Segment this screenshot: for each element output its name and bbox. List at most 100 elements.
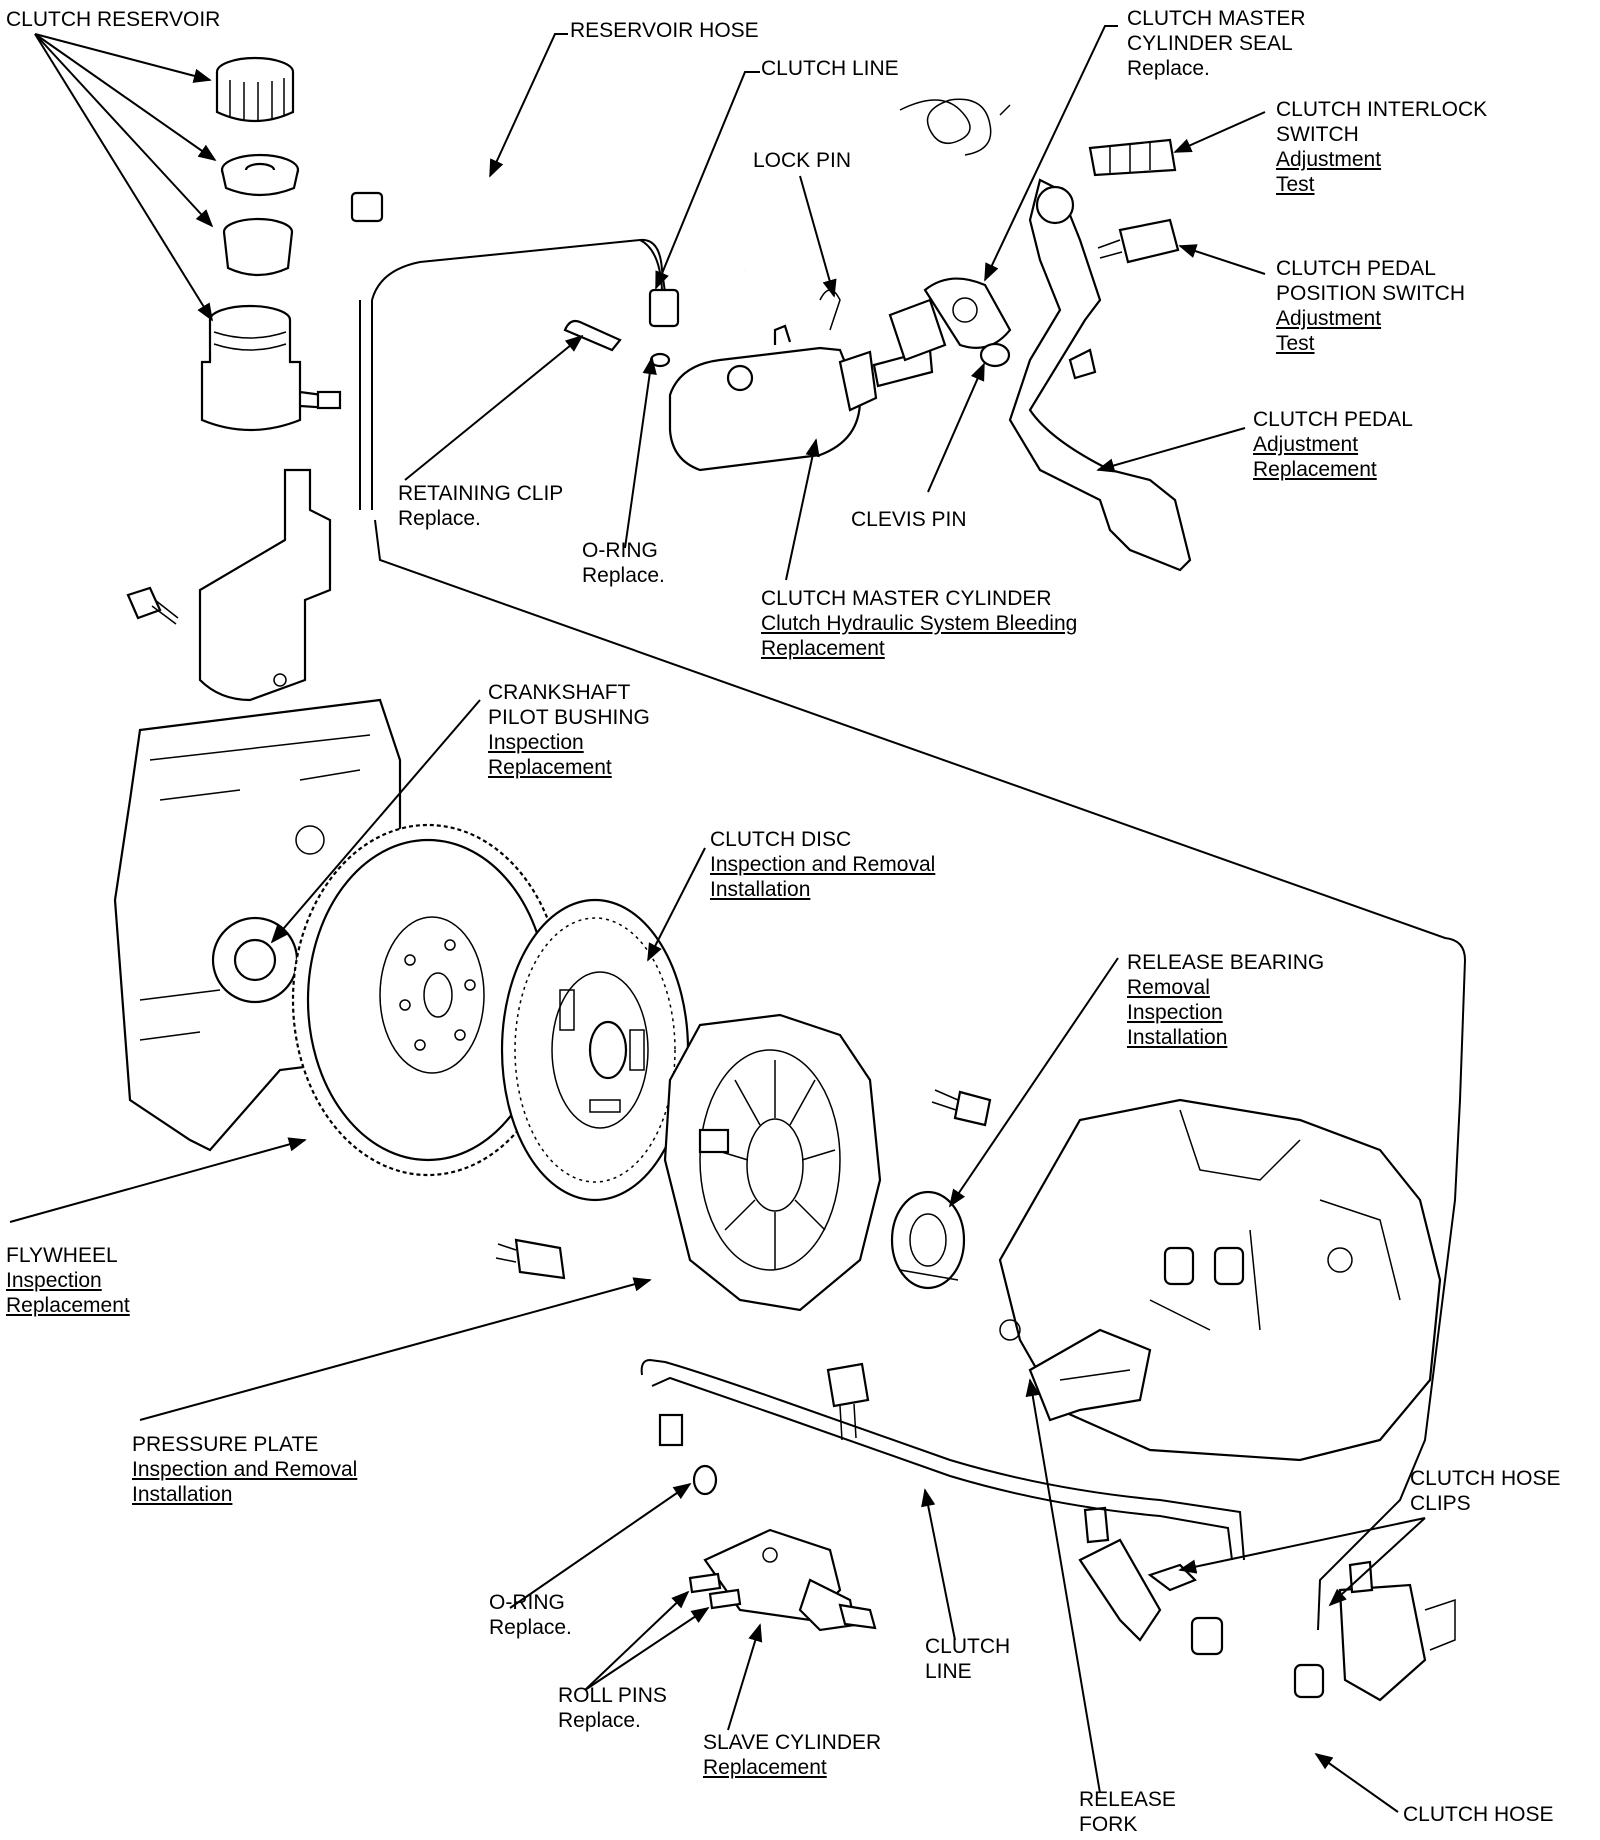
label-line: CLUTCH: [925, 1635, 1011, 1658]
link-inspection[interactable]: Inspection: [6, 1269, 102, 1292]
label-line: Replace.: [398, 507, 481, 530]
label-clutch-reservoir: CLUTCH RESERVOIR: [6, 7, 220, 32]
label-line: CLUTCH MASTER: [1127, 7, 1306, 30]
label-master-cylinder-seal: CLUTCH MASTER CYLINDER SEAL Replace.: [1127, 6, 1306, 81]
link-inspection-removal[interactable]: Inspection and Removal: [132, 1458, 358, 1481]
label-line: Replace.: [558, 1709, 641, 1732]
pedal-position-switch-drawing: [1097, 218, 1180, 264]
reservoir-bracket: [198, 468, 332, 702]
label-line: FORK: [1079, 1813, 1138, 1836]
link-adjustment[interactable]: Adjustment: [1253, 433, 1359, 456]
clutch-hose-drawing: [374, 519, 1467, 1805]
label-o-ring-top: O-RING Replace.: [582, 538, 665, 588]
label-clutch-line-bottom: CLUTCH LINE: [925, 1634, 1010, 1684]
pressure-plate-drawing: [663, 1013, 882, 1312]
label-master-cylinder: CLUTCH MASTER CYLINDER Clutch Hydraulic …: [761, 586, 1077, 661]
link-removal[interactable]: Removal: [1127, 976, 1210, 999]
label-line: CLUTCH PEDAL: [1276, 257, 1436, 280]
label-line: LINE: [925, 1660, 972, 1683]
label-line: CLUTCH HOSE: [1403, 1803, 1554, 1826]
reservoir-body: [200, 304, 342, 432]
label-line: SLAVE CYLINDER: [703, 1731, 882, 1754]
leader-lines: [9, 25, 1426, 1813]
label-line: CLUTCH LINE: [761, 57, 899, 80]
label-line: CRANKSHAFT: [488, 681, 631, 704]
label-reservoir-hose: RESERVOIR HOSE: [570, 18, 759, 43]
link-replacement[interactable]: Replacement: [1253, 458, 1377, 481]
link-bleeding[interactable]: Clutch Hydraulic System Bleeding: [761, 612, 1078, 635]
label-clutch-pedal: CLUTCH PEDAL Adjustment Replacement: [1253, 407, 1413, 482]
link-adjustment[interactable]: Adjustment: [1276, 307, 1382, 330]
link-replacement[interactable]: Replacement: [6, 1294, 130, 1317]
retaining-clip-drawing: [563, 319, 622, 352]
link-adjustment[interactable]: Adjustment: [1276, 148, 1382, 171]
label-line: RELEASE: [1079, 1788, 1176, 1811]
spring-drawing: [899, 98, 1011, 156]
label-line: CYLINDER SEAL: [1127, 32, 1293, 55]
label-line: CLUTCH PEDAL: [1253, 408, 1413, 431]
link-replacement[interactable]: Replacement: [761, 637, 885, 660]
label-lock-pin: LOCK PIN: [753, 148, 851, 173]
fork-bolt: [1083, 1506, 1110, 1544]
link-replacement[interactable]: Replacement: [703, 1756, 827, 1779]
label-pilot-bushing: CRANKSHAFT PILOT BUSHING Inspection Repl…: [488, 680, 650, 780]
label-clutch-line-top: CLUTCH LINE: [761, 56, 899, 81]
label-line: CLEVIS PIN: [851, 508, 967, 531]
label-line: RESERVOIR HOSE: [570, 19, 759, 42]
roll-pins-drawing: [688, 1572, 742, 1610]
label-pressure-plate: PRESSURE PLATE Inspection and Removal In…: [132, 1432, 357, 1507]
label-clutch-hose-clips: CLUTCH HOSE CLIPS: [1410, 1466, 1561, 1516]
label-interlock-switch: CLUTCH INTERLOCK SWITCH Adjustment Test: [1276, 97, 1487, 197]
label-pedal-position-switch: CLUTCH PEDAL POSITION SWITCH Adjustment …: [1276, 256, 1465, 356]
reservoir-hose-drawing: [350, 169, 751, 510]
label-line: ROLL PINS: [558, 1684, 667, 1707]
label-release-bearing: RELEASE BEARING Removal Inspection Insta…: [1127, 950, 1324, 1050]
label-line: CLUTCH MASTER CYLINDER: [761, 587, 1052, 610]
label-slave-cylinder: SLAVE CYLINDER Replacement: [703, 1730, 881, 1780]
label-line: O-RING: [489, 1591, 565, 1614]
interlock-switch-drawing: [1088, 138, 1177, 177]
label-line: RELEASE BEARING: [1127, 951, 1325, 974]
label-o-ring-bottom: O-RING Replace.: [489, 1590, 572, 1640]
link-inspection[interactable]: Inspection: [1127, 1001, 1223, 1024]
label-line: Replace.: [1127, 57, 1210, 80]
release-bearing-drawing: [890, 1190, 966, 1290]
lock-pin-drawing: [819, 289, 841, 331]
label-line: LOCK PIN: [753, 149, 852, 172]
label-clevis-pin: CLEVIS PIN: [851, 507, 967, 532]
label-line: CLUTCH DISC: [710, 828, 852, 851]
label-release-fork: RELEASE FORK: [1079, 1787, 1176, 1837]
bracket-bolt: [126, 586, 179, 625]
flywheel-bolt: [495, 1238, 566, 1280]
label-line: Replace.: [582, 564, 665, 587]
link-installation[interactable]: Installation: [132, 1483, 233, 1506]
clevis-pin-drawing: [979, 342, 1011, 368]
reservoir-cap: [215, 56, 295, 123]
fork-bracket: [1078, 1538, 1162, 1642]
label-roll-pins: ROLL PINS Replace.: [558, 1683, 667, 1733]
label-flywheel: FLYWHEEL Inspection Replacement: [6, 1243, 130, 1318]
label-line: FLYWHEEL: [6, 1244, 118, 1267]
link-installation[interactable]: Installation: [710, 878, 811, 901]
slave-cylinder-drawing: [703, 1528, 877, 1632]
label-line: CLIPS: [1410, 1492, 1471, 1515]
flywheel-drawing: [291, 823, 565, 1177]
reservoir-float: [222, 217, 294, 277]
label-line: CLUTCH RESERVOIR: [6, 8, 221, 31]
link-test[interactable]: Test: [1276, 332, 1315, 355]
line-bolt: [826, 1362, 870, 1441]
pressure-plate-bolt: [931, 1089, 992, 1127]
o-ring-bottom-drawing: [692, 1464, 718, 1496]
link-test[interactable]: Test: [1276, 173, 1315, 196]
label-line: O-RING: [582, 539, 658, 562]
link-inspection-removal[interactable]: Inspection and Removal: [710, 853, 936, 876]
label-line: PILOT BUSHING: [488, 706, 650, 729]
label-retaining-clip: RETAINING CLIP Replace.: [398, 481, 563, 531]
link-replacement[interactable]: Replacement: [488, 756, 612, 779]
clevis-yoke: [888, 277, 1012, 362]
link-inspection[interactable]: Inspection: [488, 731, 584, 754]
label-line: CLUTCH INTERLOCK: [1276, 98, 1488, 121]
label-line: PRESSURE PLATE: [132, 1433, 319, 1456]
link-installation[interactable]: Installation: [1127, 1026, 1228, 1049]
